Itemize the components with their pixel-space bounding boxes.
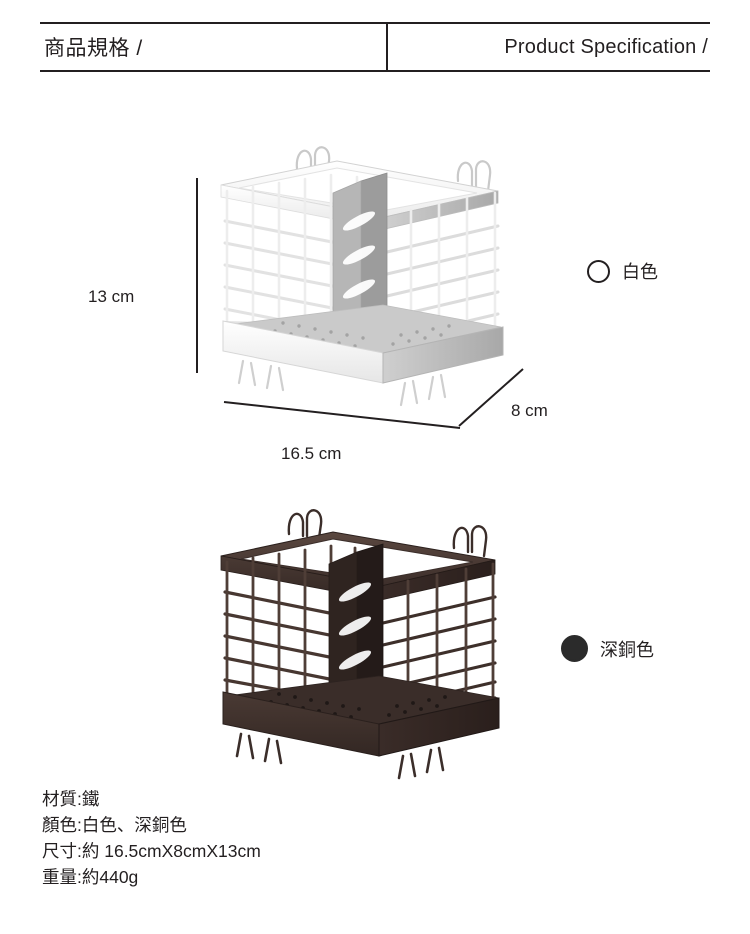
- hook-right-icon: [456, 160, 492, 193]
- page-title-en: Product Specification /: [504, 35, 708, 58]
- color-label-white: 白色: [622, 262, 658, 282]
- color-dot-dark-copper-icon: [561, 635, 588, 662]
- spec-header-left-cell: 商品規格 /: [40, 24, 386, 70]
- product-illustration-dark-copper: [220, 509, 500, 780]
- color-dot-white-icon: [587, 259, 610, 283]
- hook-right-icon: [452, 525, 488, 558]
- product-image-white: [215, 125, 515, 410]
- dimension-line-width: [222, 400, 462, 430]
- spec-line-size: 尺寸:約 16.5cmX8cmX13cm: [42, 841, 261, 861]
- dimension-label-height: 13 cm: [88, 287, 135, 306]
- dimension-label-depth: 8 cm: [511, 401, 548, 420]
- feet: [235, 732, 445, 780]
- page-title-cn: 商品規格 /: [44, 37, 143, 60]
- color-label-dark-copper: 深銅色: [600, 639, 654, 660]
- feet: [237, 359, 447, 407]
- dimension-line-depth: [455, 365, 530, 430]
- hook-left-icon: [287, 509, 323, 540]
- spec-header-right-cell: Product Specification /: [386, 24, 710, 70]
- dimension-line-width-svg: [223, 401, 461, 429]
- spec-line-weight: 重量:約440g: [42, 867, 139, 887]
- drain-tray: [222, 304, 504, 384]
- dimension-label-width: 16.5 cm: [281, 444, 342, 463]
- product-illustration-white: [220, 146, 504, 407]
- dimension-line-depth-svg: [458, 368, 524, 427]
- drain-tray: [222, 675, 500, 757]
- divider-panel: [332, 172, 388, 340]
- dimension-line-height: [196, 178, 198, 373]
- hook-left-icon: [295, 146, 331, 175]
- spec-line-color: 顏色:白色、深銅色: [42, 815, 187, 835]
- color-swatch-dark-copper[interactable]: 深銅色: [561, 635, 654, 662]
- product-image-dark-copper: [215, 490, 515, 780]
- specification-list: 材質:鐵 顏色:白色、深銅色 尺寸:約 16.5cmX8cmX13cm 重量:約…: [42, 786, 472, 890]
- spec-header: 商品規格 / Product Specification /: [40, 22, 710, 72]
- color-swatch-white[interactable]: 白色: [587, 258, 658, 284]
- spec-line-material: 材質:鐵: [42, 789, 100, 809]
